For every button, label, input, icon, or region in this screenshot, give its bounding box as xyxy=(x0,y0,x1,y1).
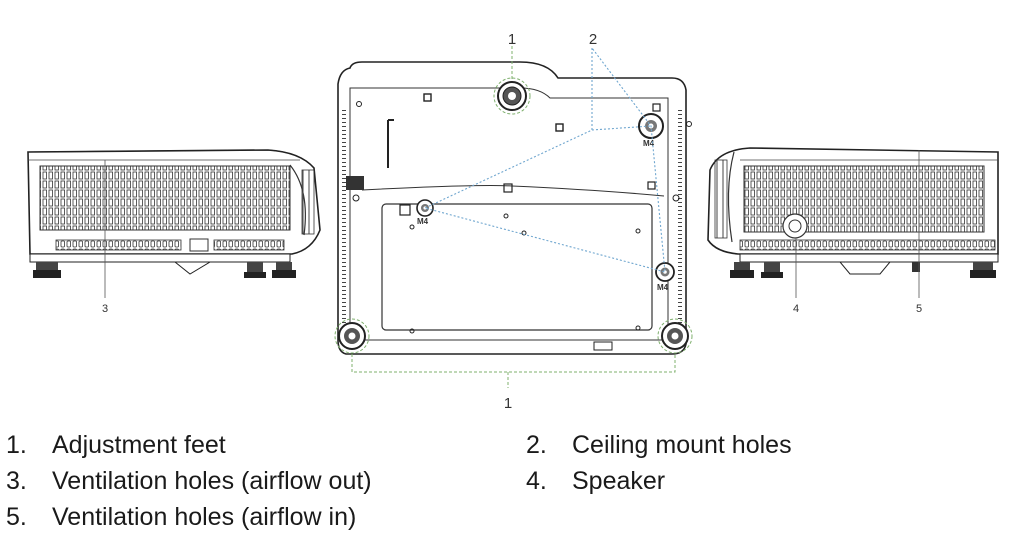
callout-1-top: 1 xyxy=(493,31,531,115)
bottom-view: M4 M4 M4 xyxy=(337,61,692,355)
right-view-foot-right xyxy=(970,262,996,278)
legend-num-1: 1. xyxy=(6,431,27,459)
adjustment-foot-bottom-left xyxy=(338,322,366,350)
callout-label-1-top: 1 xyxy=(508,31,516,48)
callout-label-1-bottom: 1 xyxy=(504,395,512,410)
legend-num-4: 4. xyxy=(526,467,547,495)
legend-label-2: Ceiling mount holes xyxy=(572,431,792,459)
legend-num-2: 2. xyxy=(526,431,547,459)
right-side-view: 4 5 xyxy=(707,147,999,315)
legend: 1.Adjustment feet 2.Ceiling mount holes … xyxy=(0,430,1012,538)
legend-item-1: 1. Adjustment feet xyxy=(6,430,226,460)
projector-diagram: 3 xyxy=(27,31,999,410)
adjustment-foot-bottom-right xyxy=(661,322,689,350)
mount-label-a: M4 xyxy=(643,139,655,148)
legend-num-5: 5. xyxy=(6,503,27,531)
legend-item-3: 3. Ventilation holes (airflow out) xyxy=(6,466,372,496)
callout-label-2: 2 xyxy=(589,31,597,48)
callout-1-bottom: 1 xyxy=(334,318,693,410)
legend-item-2: 2. Ceiling mount holes xyxy=(526,430,792,460)
legend-label-1: Adjustment feet xyxy=(52,431,226,459)
ceiling-mount-hole-c xyxy=(655,262,675,282)
left-view-foot-mid xyxy=(244,262,266,278)
ceiling-mount-hole-b xyxy=(416,199,434,217)
mount-label-b: M4 xyxy=(417,217,429,226)
legend-item-4: 4. Speaker xyxy=(526,466,665,496)
ceiling-mount-hole-a xyxy=(638,113,664,139)
legend-label-4: Speaker xyxy=(572,467,666,495)
mount-label-c: M4 xyxy=(657,283,669,292)
callout-label-4: 4 xyxy=(793,303,799,315)
adjustment-foot-top xyxy=(497,81,527,111)
left-view-foot-left xyxy=(33,262,61,278)
right-view-foot-left xyxy=(730,262,754,278)
callout-2: 2 xyxy=(423,31,666,273)
legend-label-5: Ventilation holes (airflow in) xyxy=(52,503,357,531)
legend-num-3: 3. xyxy=(6,467,27,495)
legend-item-5: 5. Ventilation holes (airflow in) xyxy=(6,502,356,532)
callout-label-5: 5 xyxy=(916,303,922,315)
right-view-foot-mid xyxy=(761,262,783,278)
legend-label-3: Ventilation holes (airflow out) xyxy=(52,467,372,495)
left-side-view: 3 xyxy=(27,149,321,315)
callout-label-3: 3 xyxy=(102,303,108,315)
left-view-foot-right xyxy=(272,262,296,278)
